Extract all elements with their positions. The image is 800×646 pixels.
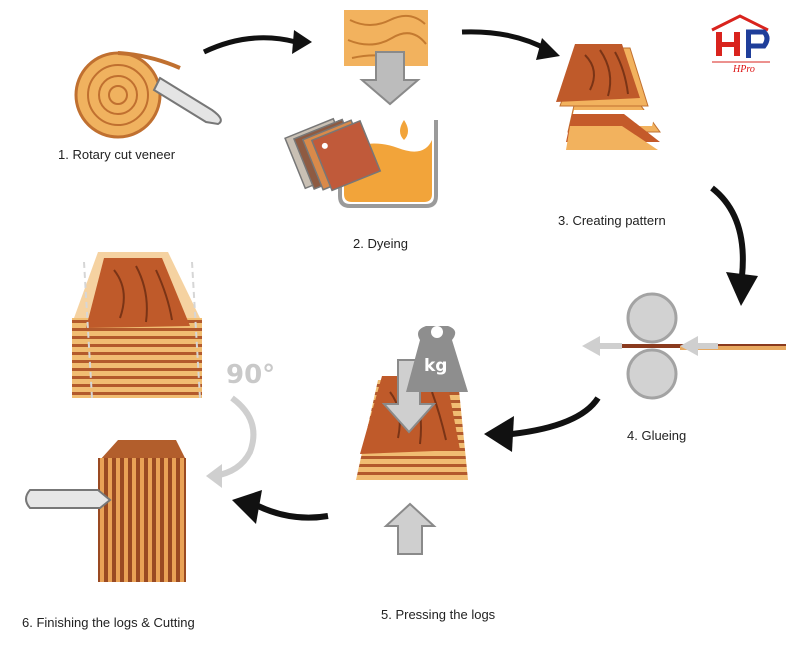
cut-log-icon [25,440,186,582]
arrow-3-to-4 [710,185,746,277]
arrow-1-to-2 [202,35,297,55]
step-5-label: 5. Pressing the logs [381,607,496,622]
rotate-arrow-icon [206,395,257,488]
arrow-5-to-6 [256,503,329,521]
press-weight-icon [356,326,468,555]
step-1-label: 1. Rotary cut veneer [58,147,176,162]
arrow-4-to-5 [511,396,601,437]
dye-tank-icon [284,10,438,208]
weight-label: kg [424,356,448,376]
hp-house-logo-icon [711,14,770,63]
step-4-label: 4. Glueing [627,428,687,443]
veneer-stack-icon [556,44,661,150]
flow-arrows [202,29,758,524]
rotation-label: 90° [226,360,276,390]
glue-rollers-icon [582,292,786,400]
step-3-label: 3. Creating pattern [558,213,666,228]
step-2-label: 2. Dyeing [353,236,408,251]
logo-text: HPro [733,64,755,75]
step-6-label: 6. Finishing the logs & Cutting [22,615,195,630]
arrow-2-to-3 [461,29,550,53]
veneer-roll-icon [74,51,222,139]
finished-stack-icon [72,252,202,399]
